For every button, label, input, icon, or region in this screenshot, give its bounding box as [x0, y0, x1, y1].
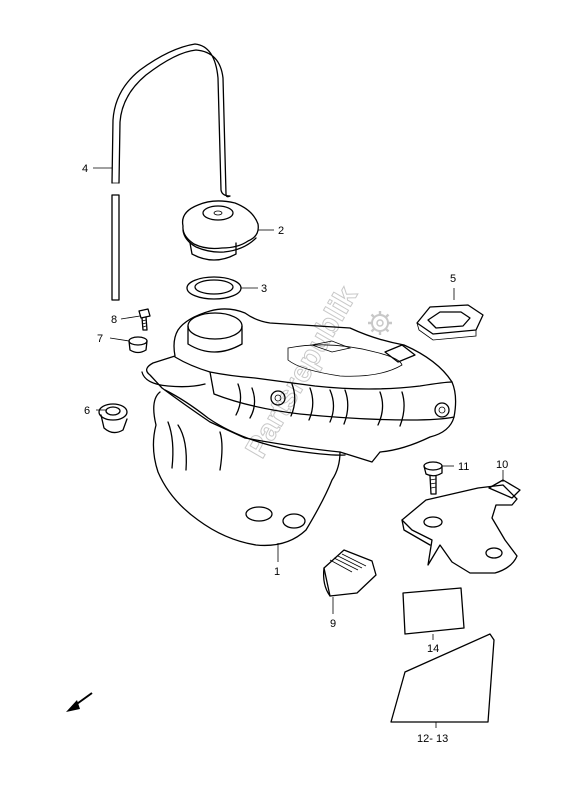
callout-2: 2 — [278, 225, 284, 237]
callout-5: 5 — [450, 273, 456, 285]
part-4-breather-hose — [111, 43, 231, 301]
part-7-collar — [128, 336, 148, 354]
callout-7: 7 — [97, 333, 103, 345]
callout-11: 11 — [458, 461, 469, 473]
callout-10: 10 — [496, 459, 508, 471]
callout-8: 8 — [111, 314, 117, 326]
part-6-grommet — [98, 403, 128, 434]
part-9-cushion — [322, 549, 377, 597]
part-2-fuel-cap — [181, 200, 259, 261]
part-1-fuel-tank — [141, 308, 457, 547]
callout-4: 4 — [82, 163, 88, 175]
part-10-bracket — [401, 479, 521, 574]
callout-leaders — [93, 167, 504, 728]
callout-labels: 1 2 3 4 5 6 7 8 9 10 11 14 12- 13 — [82, 163, 508, 745]
watermark-text: Partsrepublik — [239, 281, 364, 464]
front-arrow-icon — [66, 692, 93, 712]
part-14-sheet — [402, 587, 465, 635]
part-5-strap-clip — [416, 304, 484, 341]
callout-3: 3 — [261, 283, 267, 295]
callout-9: 9 — [330, 618, 336, 630]
callout-12-13: 12- 13 — [417, 733, 448, 745]
part-11-bolt — [423, 461, 443, 495]
watermark: Partsrepublik — [239, 280, 392, 464]
callout-1: 1 — [274, 566, 280, 578]
callout-6: 6 — [84, 405, 90, 417]
part-3-cap-gasket — [186, 276, 242, 300]
gear-icon — [368, 311, 392, 335]
callout-14: 14 — [427, 643, 439, 655]
part-8-screw — [138, 308, 151, 331]
part-12-13-label-sheet — [390, 633, 495, 723]
